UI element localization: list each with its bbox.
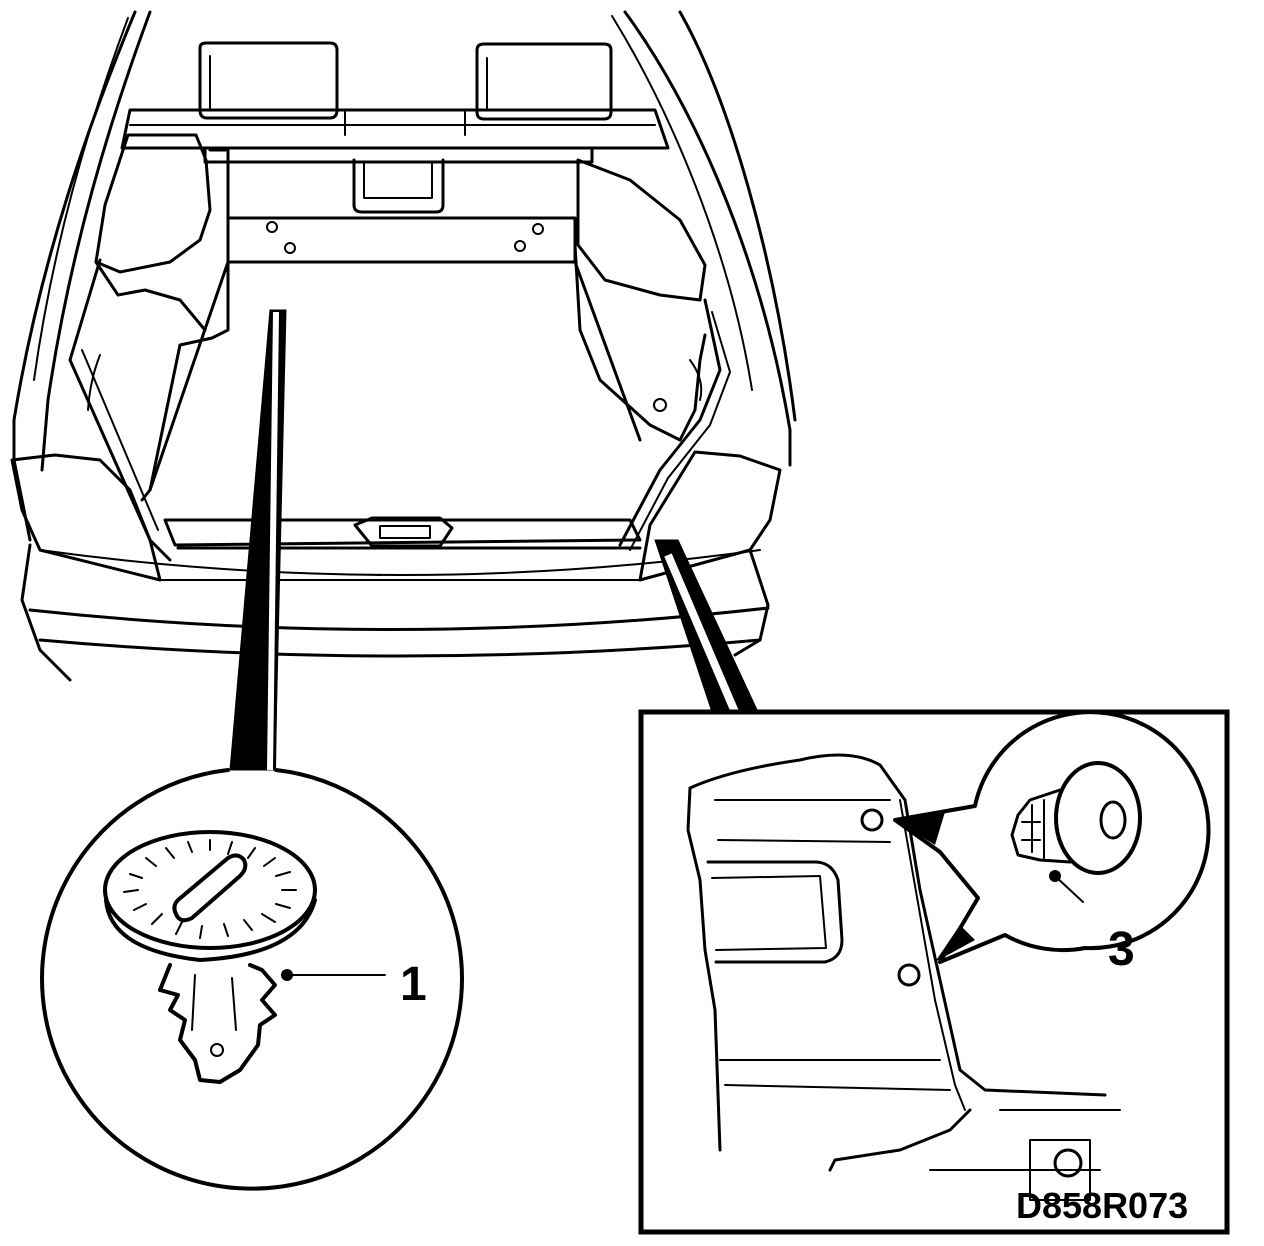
leader-line-1: [229, 309, 287, 771]
detail-box-3: 3 D858R073: [638, 709, 1230, 1235]
callout-1: 1: [400, 958, 427, 1011]
detail-circle-1: 1: [40, 768, 464, 1191]
callout-3: 3: [1108, 923, 1135, 976]
car-trunk-drawing: [10, 10, 797, 682]
leader-line-3: [654, 539, 759, 714]
figure-code: D858R073: [1016, 1185, 1188, 1226]
